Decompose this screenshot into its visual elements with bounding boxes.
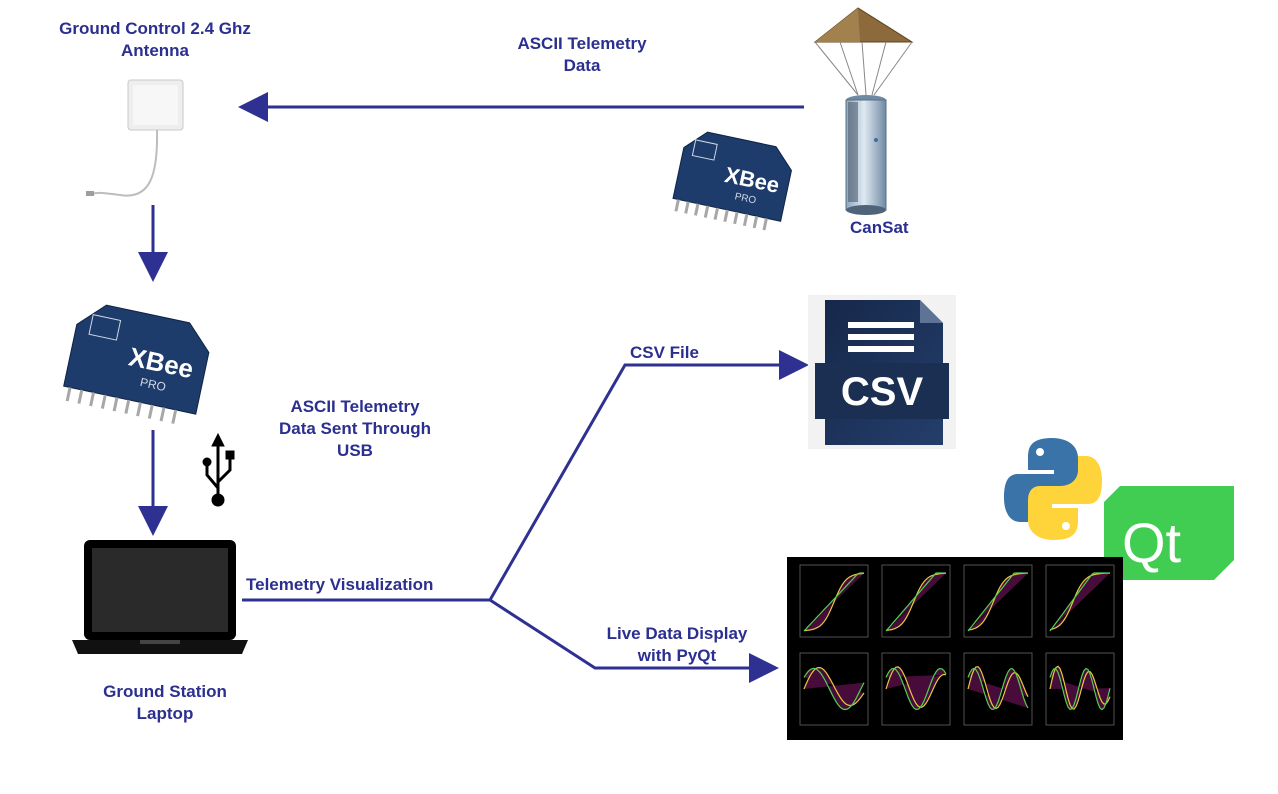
plot-frame <box>799 652 869 726</box>
parachute-image <box>813 7 914 96</box>
live-display-label: Live Data Display with PyQt <box>606 624 748 665</box>
cansat-label: CanSat <box>850 218 909 237</box>
plot-fill-area <box>886 666 946 710</box>
xbee-pro-label: PRO <box>734 191 758 206</box>
csv-doc-text: CSV <box>841 370 924 414</box>
plot-frame <box>881 564 951 638</box>
antenna-image <box>86 79 184 197</box>
qt-logo-text: Qt <box>1122 511 1182 574</box>
plot-grid <box>799 564 1115 726</box>
xbee-pro-label-ground: PRO <box>139 375 167 394</box>
csv-file-image: CSV <box>808 295 956 449</box>
plot-line-yellow <box>967 666 1029 710</box>
usb-icon <box>202 432 235 507</box>
plot-frame <box>799 564 869 638</box>
qt-logo-icon: Qt <box>1104 486 1234 580</box>
plot-frame <box>963 652 1033 726</box>
plot-frame <box>1045 564 1115 638</box>
plot-frame <box>963 564 1033 638</box>
plot-line-green <box>803 667 865 711</box>
plot-line-yellow <box>1049 665 1111 710</box>
arrow-to-csv <box>488 350 809 601</box>
plot-line-yellow <box>803 572 865 632</box>
plot-line-yellow <box>967 572 1028 631</box>
plot-line-green <box>803 572 864 632</box>
cansat-image <box>845 95 887 215</box>
plot-line-green <box>885 667 947 711</box>
plot-frame <box>881 652 951 726</box>
plot-line-green <box>1049 572 1110 632</box>
visualization-label: Telemetry Visualization <box>246 575 434 594</box>
plot-fill-area <box>886 573 946 631</box>
live-data-plots-image <box>787 557 1123 740</box>
telemetry-data-label: ASCII Telemetry Data <box>517 34 647 75</box>
laptop-image <box>72 540 248 654</box>
plot-line-yellow <box>803 667 865 707</box>
csv-file-label: CSV File <box>630 343 699 362</box>
plot-fill-area <box>968 573 1028 631</box>
arrow-to-live-display <box>489 598 779 683</box>
plot-line-yellow <box>885 666 947 708</box>
usb-flow-label: ASCII Telemetry Data Sent Through USB <box>278 397 432 460</box>
laptop-label: Ground Station Laptop <box>103 682 227 723</box>
xbee-module-ground: XBee PRO <box>63 304 210 424</box>
plot-line-green <box>885 572 946 632</box>
plot-line-green <box>1049 667 1111 711</box>
plot-frame <box>1045 652 1115 726</box>
plot-line-green <box>967 667 1029 711</box>
plot-fill-area <box>1050 573 1110 631</box>
antenna-label: Ground Control 2.4 Ghz Antenna <box>59 19 251 60</box>
python-logo-icon <box>1004 438 1102 540</box>
plot-fill-area <box>804 667 864 710</box>
plot-line-green <box>967 572 1028 632</box>
xbee-module-cansat: XBee PRO <box>672 131 792 231</box>
